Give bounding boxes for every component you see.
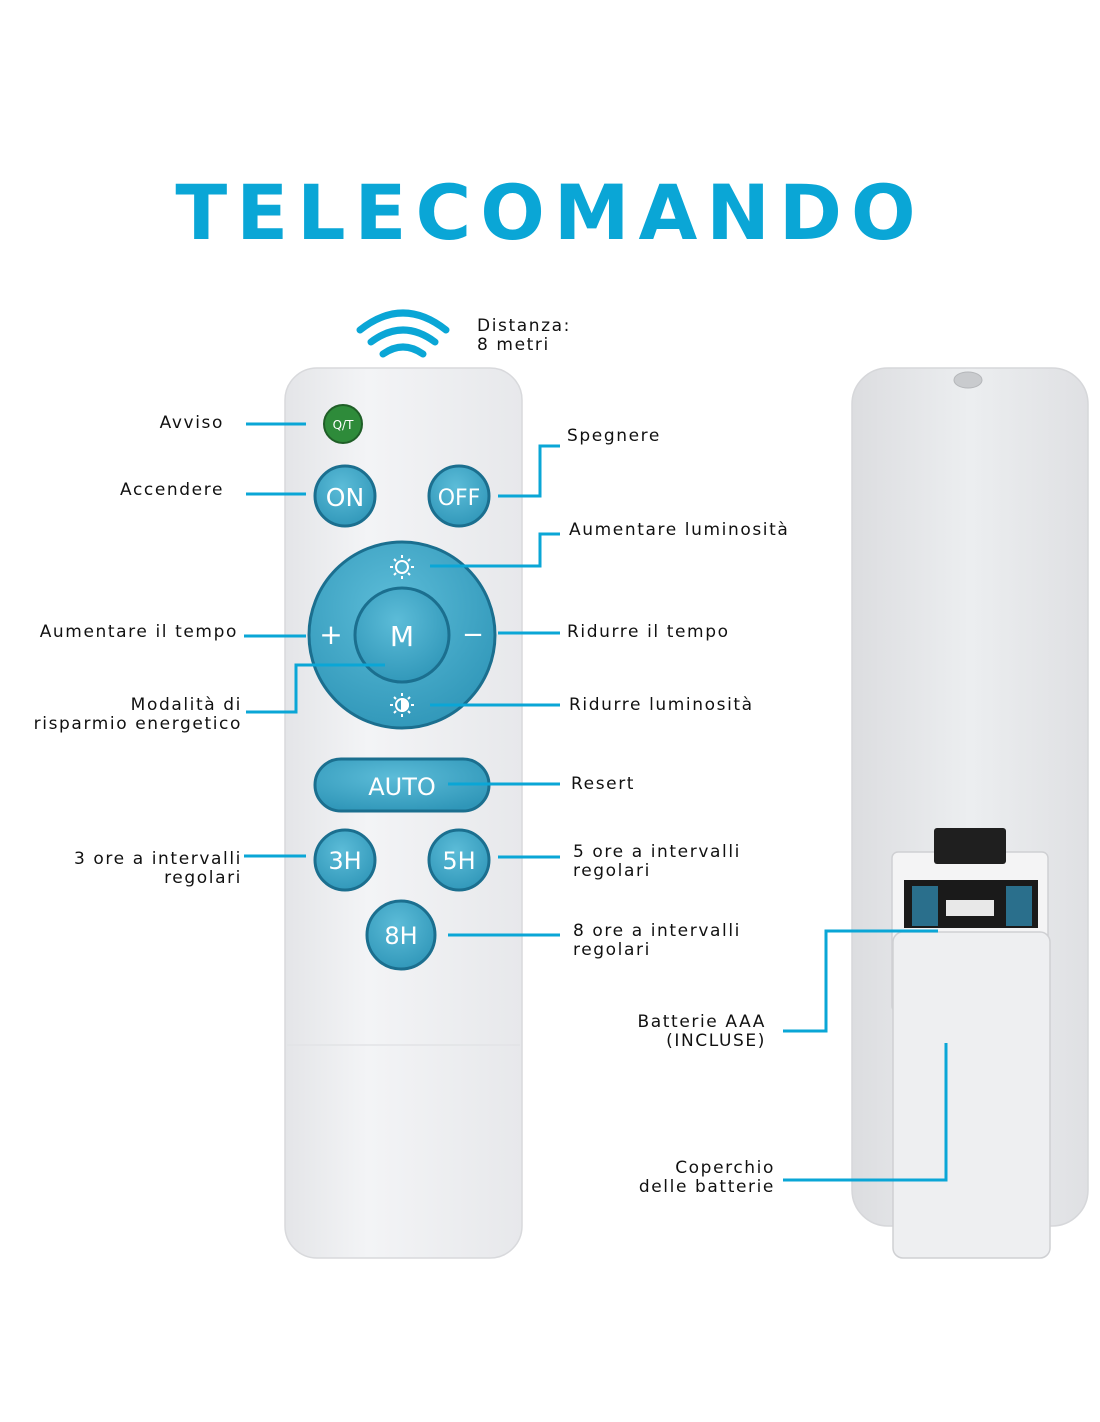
svg-text:AUTO: AUTO bbox=[368, 773, 436, 801]
label-spegnere: Spegnere bbox=[567, 426, 661, 446]
label-modalita: Modalità di risparmio energetico bbox=[33, 695, 242, 734]
svg-text:Q/T: Q/T bbox=[333, 418, 354, 432]
plus-button[interactable]: + bbox=[319, 618, 342, 651]
svg-text:M: M bbox=[390, 620, 414, 653]
off-button[interactable]: OFF bbox=[427, 464, 491, 528]
label-aumentare-luminosita: Aumentare luminosità bbox=[569, 520, 790, 540]
label-accendere: Accendere bbox=[120, 480, 224, 500]
svg-text:−: − bbox=[462, 620, 484, 650]
brightness-up-icon[interactable] bbox=[390, 555, 414, 579]
connector-lines bbox=[244, 422, 948, 1182]
remote-back bbox=[851, 367, 1089, 1259]
svg-text:+: + bbox=[319, 618, 342, 651]
on-button[interactable]: ON bbox=[313, 464, 377, 528]
svg-text:OFF: OFF bbox=[438, 486, 481, 511]
signal-icon bbox=[356, 309, 450, 358]
5h-button[interactable]: 5H bbox=[427, 828, 491, 892]
label-coperchio: Coperchio delle batterie bbox=[638, 1158, 775, 1197]
brightness-down-icon[interactable] bbox=[390, 693, 414, 717]
minus-button[interactable]: − bbox=[462, 620, 484, 650]
label-3-ore: 3 ore a intervalli regolari bbox=[74, 849, 242, 888]
svg-text:3H: 3H bbox=[328, 847, 361, 875]
label-ridurre-luminosita: Ridurre luminosità bbox=[569, 695, 754, 715]
label-8-ore: 8 ore a intervalli regolari bbox=[573, 921, 741, 960]
label-avviso: Avviso bbox=[159, 413, 224, 433]
page-title: TELECOMANDO bbox=[175, 168, 925, 257]
3h-button[interactable]: 3H bbox=[313, 828, 377, 892]
label-batterie: Batterie AAA (INCLUSE) bbox=[637, 1012, 766, 1051]
label-ridurre-tempo: Ridurre il tempo bbox=[567, 622, 730, 642]
qt-button[interactable]: Q/T bbox=[323, 404, 363, 444]
label-5-ore: 5 ore a intervalli regolari bbox=[573, 842, 741, 881]
label-aumentare-tempo: Aumentare il tempo bbox=[39, 622, 238, 642]
svg-text:ON: ON bbox=[326, 483, 364, 512]
8h-button[interactable]: 8H bbox=[365, 899, 437, 971]
svg-text:5H: 5H bbox=[442, 847, 475, 875]
auto-button[interactable]: AUTO bbox=[313, 757, 491, 813]
distance-label: Distanza: 8 metri bbox=[477, 316, 571, 355]
label-resert: Resert bbox=[571, 774, 636, 794]
mode-button[interactable]: M bbox=[353, 586, 451, 684]
svg-text:8H: 8H bbox=[384, 922, 417, 950]
